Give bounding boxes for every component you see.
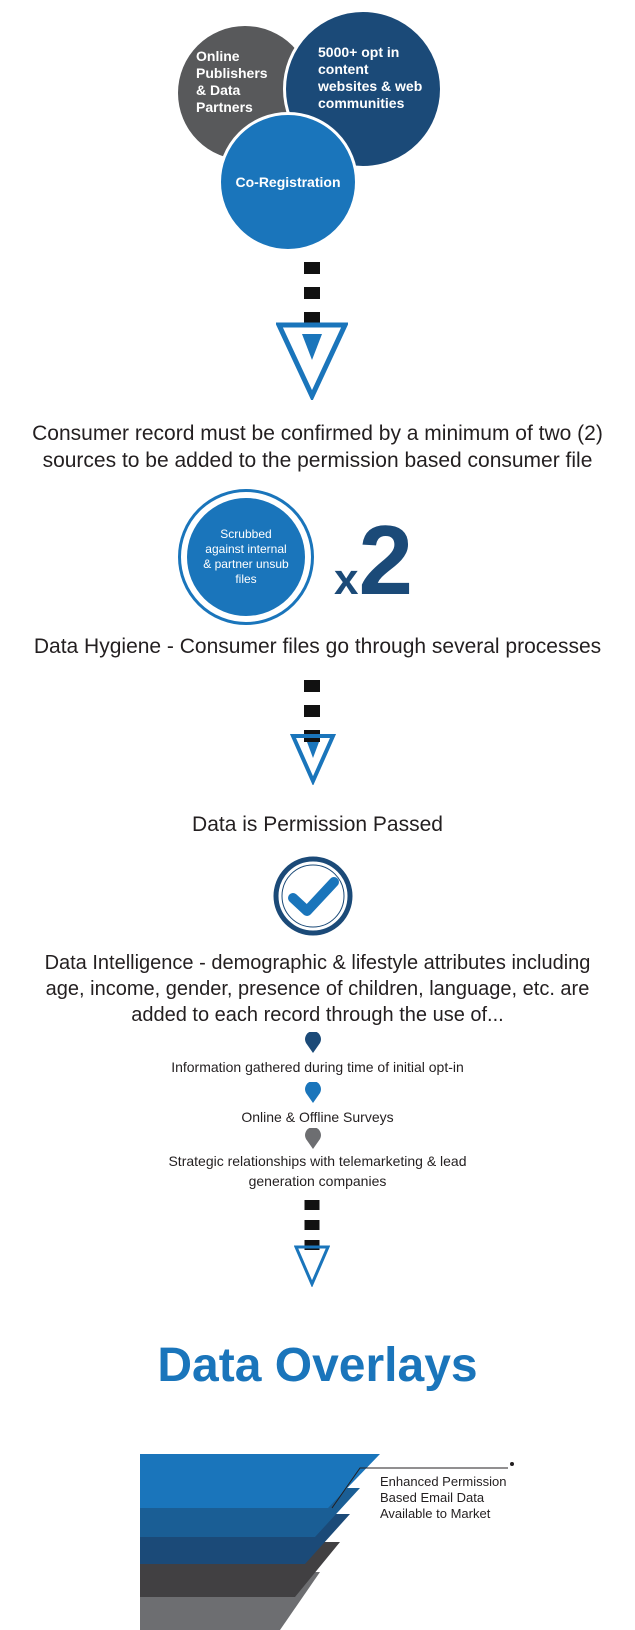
- dash: [304, 680, 320, 692]
- websites-line-4: communities: [318, 95, 405, 111]
- scrub-badge-inner: Scrubbed against internal & partner unsu…: [187, 498, 305, 616]
- websites-line-3: websites & web: [318, 78, 423, 94]
- dash: [304, 1220, 320, 1230]
- publishers-line-2: Publishers: [196, 65, 268, 81]
- intelligence-line-1: Data Intelligence - demographic & lifest…: [44, 952, 591, 974]
- connector-dashes-1: [304, 262, 320, 337]
- multiplier: 2: [358, 505, 413, 615]
- websites-line-2: content: [318, 61, 369, 77]
- hygiene-text: Data Hygiene - Consumer files go through…: [33, 635, 602, 658]
- times-sign: x: [334, 555, 359, 604]
- dash: [304, 312, 320, 324]
- scrub-line-2: against internal: [205, 542, 287, 556]
- scrub-line-1: Scrubbed: [220, 527, 272, 541]
- layer-top-blue: [140, 1454, 380, 1508]
- map-pin-icon: [305, 1128, 321, 1149]
- publishers-line-3: & Data: [196, 82, 241, 98]
- scrub-badge: Scrubbed against internal & partner unsu…: [178, 489, 314, 625]
- method-relationships-line-1: Strategic relationships with telemarketi…: [168, 1153, 467, 1169]
- websites-line-1: 5000+ opt in: [318, 44, 400, 60]
- permission-text: Data is Permission Passed: [192, 813, 443, 836]
- publishers-line-1: Online: [196, 48, 240, 64]
- method-surveys: Online & Offline Surveys: [241, 1109, 394, 1125]
- stack-label-line-2: Based Email Data: [380, 1490, 485, 1505]
- websites-circle: 5000+ opt in content websites & web comm…: [283, 9, 443, 169]
- stack-label-line-3: Available to Market: [380, 1506, 491, 1521]
- scrub-line-4: files: [235, 572, 257, 586]
- check-badge-icon: [273, 856, 353, 936]
- confirm-line-1: Consumer record must be confirmed by a m…: [32, 422, 603, 445]
- dash: [304, 705, 320, 717]
- stack-label: Enhanced Permission Based Email Data Ava…: [380, 1474, 506, 1522]
- map-pin-icon: [305, 1082, 321, 1103]
- publishers-line-4: Partners: [196, 99, 253, 115]
- down-arrow-icon: [290, 734, 336, 785]
- stack-label-line-1: Enhanced Permission: [380, 1474, 507, 1489]
- dash: [304, 262, 320, 274]
- method-opt-in: Information gathered during time of init…: [171, 1059, 464, 1075]
- connector-dashes-3: [304, 1200, 320, 1260]
- callout-dot: [510, 1462, 514, 1466]
- dash: [304, 1240, 320, 1250]
- dash: [304, 287, 320, 299]
- down-arrow-icon: [276, 322, 348, 400]
- confirm-line-2: sources to be added to the permission ba…: [42, 449, 593, 472]
- map-pin-icon: [305, 1032, 321, 1053]
- coreg-circle: Co-Registration: [218, 112, 358, 252]
- coreg-label: Co-Registration: [235, 173, 341, 190]
- method-relationships-line-2: generation companies: [248, 1173, 387, 1189]
- scrub-line-3: & partner unsub: [203, 557, 289, 571]
- overlays-title: Data Overlays: [157, 1339, 478, 1392]
- dash: [304, 1200, 320, 1210]
- layer-stack-graphic: [140, 1454, 514, 1630]
- times-two-label: x2: [334, 511, 413, 609]
- intelligence-line-2: age, income, gender, presence of childre…: [45, 978, 590, 1000]
- intelligence-line-3: added to each record through the use of.…: [131, 1004, 504, 1026]
- down-arrow-icon: [294, 1245, 330, 1287]
- callout-line: [331, 1467, 508, 1509]
